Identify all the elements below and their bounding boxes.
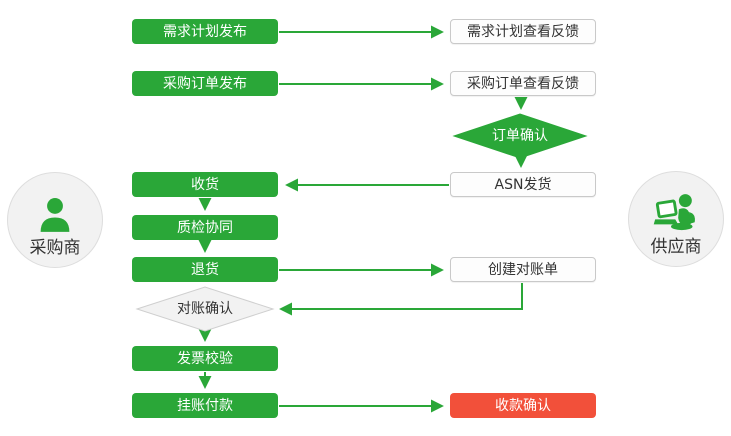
node-receive-goods: 收货 bbox=[132, 172, 278, 197]
actor-supplier-label: 供应商 bbox=[650, 237, 702, 257]
node-return-goods: 退货 bbox=[132, 257, 278, 282]
node-order-confirm-label: 订单确认 bbox=[492, 128, 548, 144]
node-po-publish: 采购订单发布 bbox=[132, 71, 278, 96]
node-receipt-confirm: 收款确认 bbox=[450, 393, 596, 418]
node-pending-payment: 挂账付款 bbox=[132, 393, 278, 418]
node-asn-ship: ASN发货 bbox=[450, 172, 596, 197]
node-order-confirm-shape bbox=[452, 113, 588, 159]
node-demand-plan-feedback: 需求计划查看反馈 bbox=[450, 19, 596, 44]
actor-buyer-label: 采购商 bbox=[29, 238, 81, 258]
person-icon bbox=[32, 193, 78, 239]
node-statement-confirm-label: 对账确认 bbox=[177, 301, 233, 317]
node-statement-confirm-shape bbox=[135, 286, 275, 332]
node-quality-check: 质检协同 bbox=[132, 215, 278, 240]
node-create-statement: 创建对账单 bbox=[450, 257, 596, 282]
node-demand-plan-publish: 需求计划发布 bbox=[132, 19, 278, 44]
node-invoice-verify: 发票校验 bbox=[132, 346, 278, 371]
node-po-feedback: 采购订单查看反馈 bbox=[450, 71, 596, 96]
actor-buyer: 采购商 bbox=[7, 172, 103, 268]
person-laptop-icon bbox=[653, 192, 699, 238]
actor-supplier: 供应商 bbox=[628, 171, 724, 267]
edge-statement-to-confirm bbox=[279, 283, 523, 316]
